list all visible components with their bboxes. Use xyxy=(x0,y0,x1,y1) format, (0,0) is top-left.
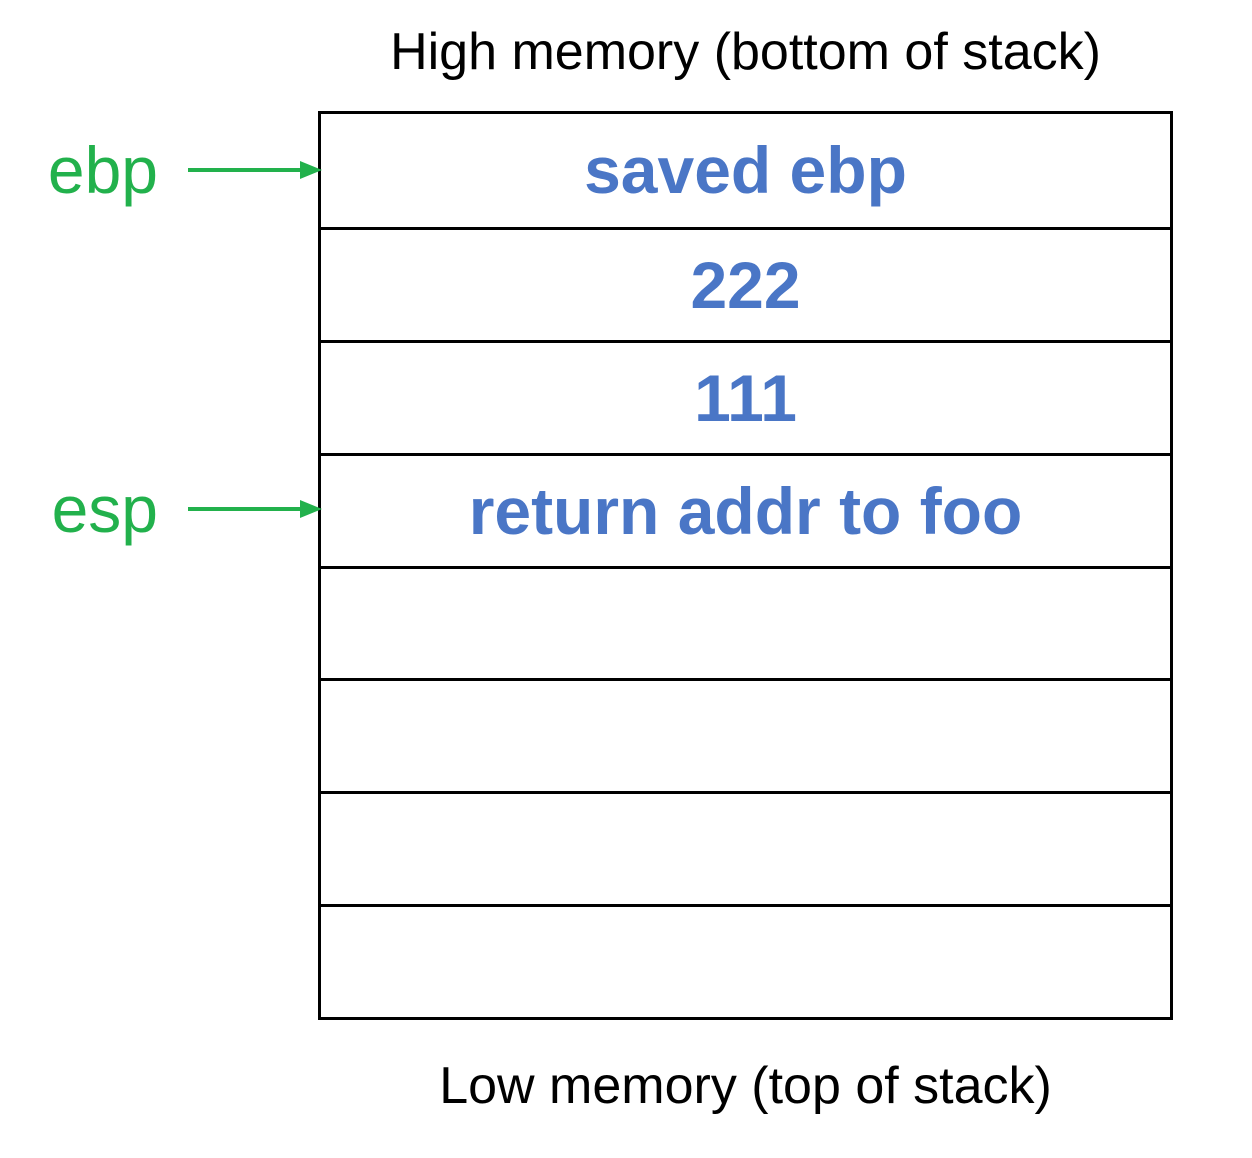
high-memory-caption: High memory (bottom of stack) xyxy=(390,23,1101,81)
stack-slot xyxy=(321,904,1170,1017)
pointer-label: esp xyxy=(51,472,158,547)
stack-slot: 111 xyxy=(321,339,1170,453)
pointer-ebp: ebp xyxy=(28,130,328,210)
arrow-right-icon xyxy=(188,500,322,519)
low-memory-caption: Low memory (top of stack) xyxy=(439,1057,1052,1115)
pointer-label: ebp xyxy=(47,133,158,208)
pointer-esp: esp xyxy=(28,469,328,549)
stack-slot: saved ebp xyxy=(584,133,907,208)
stack-slot xyxy=(321,678,1170,791)
arrow-right-icon xyxy=(188,161,322,180)
stack-slot xyxy=(321,565,1170,679)
stack-slot: return addr to foo xyxy=(321,452,1170,566)
stack-slot xyxy=(321,791,1170,904)
stack-slot: 222 xyxy=(321,226,1170,340)
